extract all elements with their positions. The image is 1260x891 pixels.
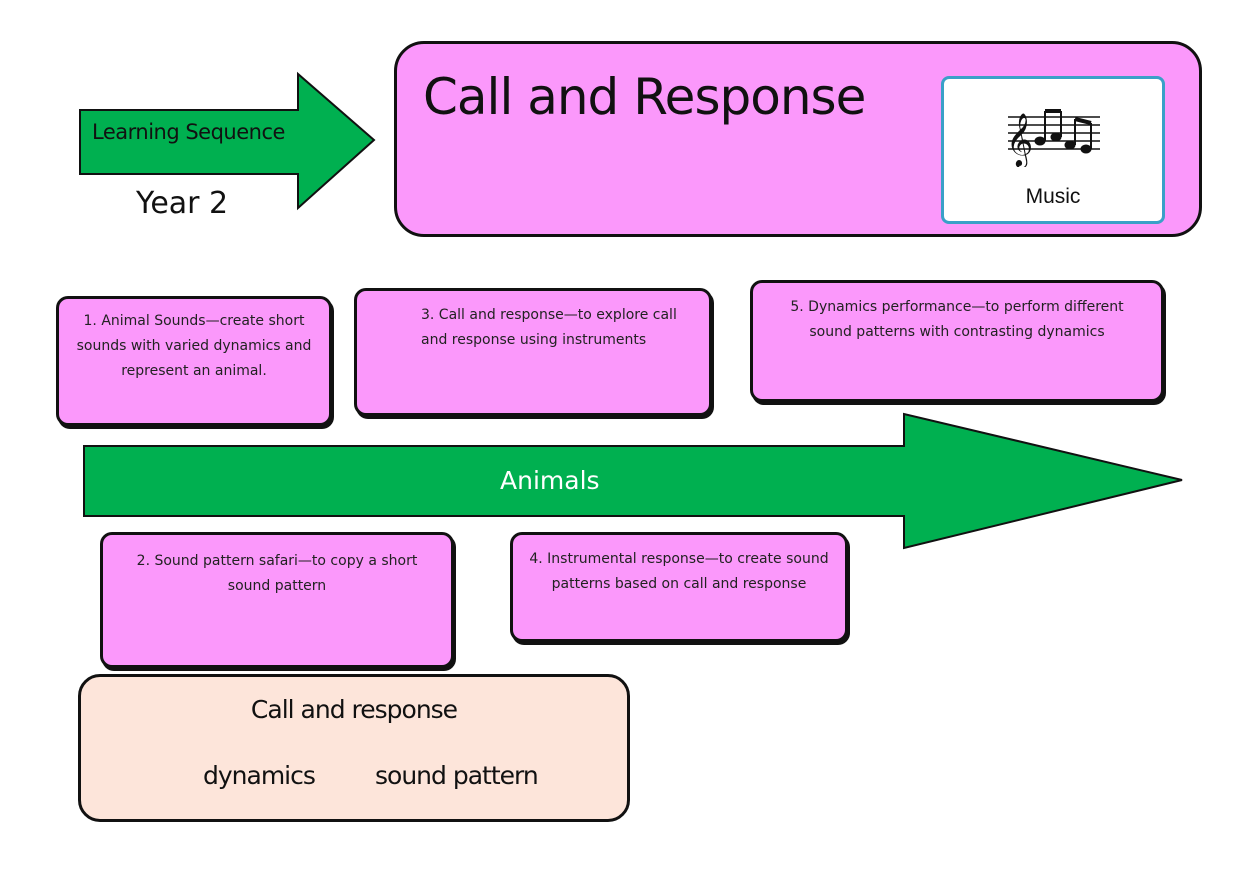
learning-sequence-arrow xyxy=(79,71,376,211)
subject-card: 𝄞 Music xyxy=(941,76,1165,224)
vocabulary-title: Call and response xyxy=(250,695,458,724)
lesson-card-1: 1. Animal Sounds—create short sounds wit… xyxy=(56,296,332,426)
lesson-text-5: 5. Dynamics performance—to perform diffe… xyxy=(790,299,1124,340)
title-panel: Call and Response 𝄞 xyxy=(394,41,1202,237)
lesson-card-3: 3. Call and response—to explore call and… xyxy=(354,288,712,416)
learning-sequence-label: Learning Sequence xyxy=(92,120,285,144)
timeline-arrow xyxy=(83,412,1183,550)
timeline-theme-label: Animals xyxy=(500,466,600,495)
page-title: Call and Response xyxy=(423,68,866,126)
lesson-text-4: 4. Instrumental response—to create sound… xyxy=(529,551,829,592)
lesson-card-5: 5. Dynamics performance—to perform diffe… xyxy=(750,280,1164,402)
lesson-text-3: 3. Call and response—to explore call and… xyxy=(421,307,677,348)
lesson-card-2: 2. Sound pattern safari—to copy a short … xyxy=(100,532,454,668)
vocabulary-panel: Call and response dynamics sound pattern xyxy=(78,674,630,822)
vocabulary-word: dynamics xyxy=(203,761,316,790)
svg-text:𝄞: 𝄞 xyxy=(1006,112,1033,167)
vocabulary-word: sound pattern xyxy=(375,761,539,790)
year-label: Year 2 xyxy=(136,186,229,221)
lesson-text-2: 2. Sound pattern safari—to copy a short … xyxy=(136,553,418,594)
subject-label: Music xyxy=(1025,185,1081,208)
music-notes-icon: 𝄞 xyxy=(1006,109,1100,167)
lesson-card-4: 4. Instrumental response—to create sound… xyxy=(510,532,848,642)
lesson-text-1: 1. Animal Sounds—create short sounds wit… xyxy=(76,313,312,379)
